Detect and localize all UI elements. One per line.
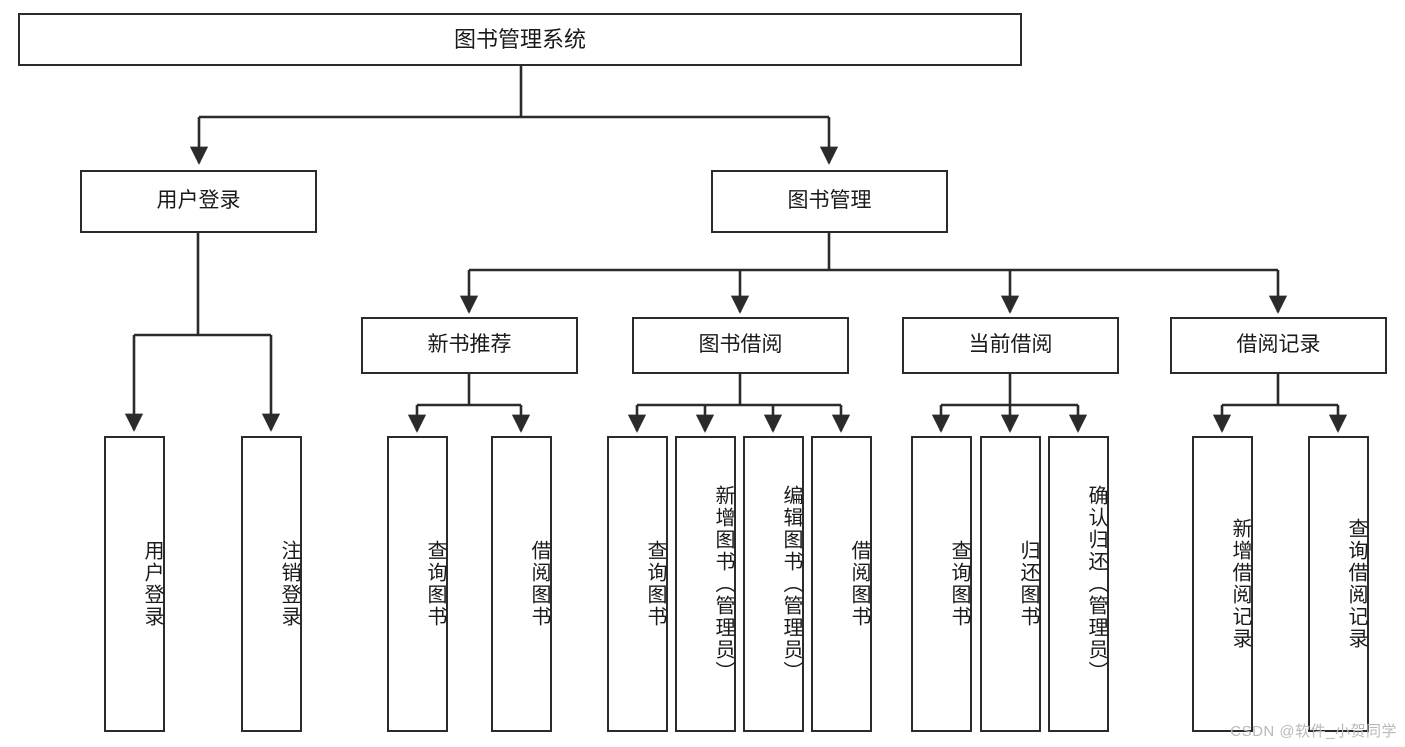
node-leaf-return-book[interactable]: 归还图书 [980,436,1041,732]
node-borrow-record[interactable]: 借阅记录 [1170,317,1387,374]
node-leaf-add-record[interactable]: 新增借阅记录 [1192,436,1253,732]
node-book-borrow-label: 图书借阅 [698,333,783,357]
node-new-book-recommend-label: 新书推荐 [427,333,512,357]
node-book-manage-label: 图书管理 [787,189,872,213]
node-leaf-borrow-book-1[interactable]: 借阅图书 [491,436,552,732]
node-leaf-user-login[interactable]: 用户登录 [104,436,165,732]
node-leaf-query-book-3-label: 查询图书 [948,540,970,628]
node-leaf-edit-book[interactable]: 编辑图书（管理员） [743,436,804,732]
node-leaf-return-book-label: 归还图书 [1017,540,1039,628]
node-leaf-edit-book-label: 编辑图书（管理员） [780,485,802,683]
node-leaf-query-book-1[interactable]: 查询图书 [387,436,448,732]
node-leaf-query-book-2-label: 查询图书 [644,540,666,628]
csdn-watermark: CSDN @软件_小贺同学 [1230,723,1397,740]
node-leaf-query-book-3[interactable]: 查询图书 [911,436,972,732]
node-leaf-add-book[interactable]: 新增图书（管理员） [675,436,736,732]
node-leaf-borrow-book-2[interactable]: 借阅图书 [811,436,872,732]
node-leaf-query-book-2[interactable]: 查询图书 [607,436,668,732]
node-leaf-borrow-book-2-label: 借阅图书 [848,540,870,628]
node-user-login-label: 用户登录 [156,189,241,213]
node-leaf-user-logout[interactable]: 注销登录 [241,436,302,732]
node-leaf-confirm-return-label: 确认归还（管理员） [1085,485,1107,683]
node-leaf-query-record-label: 查询借阅记录 [1345,518,1367,650]
node-current-borrow-label: 当前借阅 [968,333,1053,357]
node-book-manage[interactable]: 图书管理 [711,170,948,233]
node-root-system[interactable]: 图书管理系统 [18,13,1022,66]
node-leaf-user-logout-label: 注销登录 [278,540,300,628]
node-book-borrow[interactable]: 图书借阅 [632,317,849,374]
node-user-login[interactable]: 用户登录 [80,170,317,233]
node-leaf-query-book-1-label: 查询图书 [424,540,446,628]
node-borrow-record-label: 借阅记录 [1236,333,1321,357]
node-leaf-borrow-book-1-label: 借阅图书 [528,540,550,628]
node-current-borrow[interactable]: 当前借阅 [902,317,1119,374]
node-leaf-user-login-label: 用户登录 [141,540,163,628]
node-root-system-label: 图书管理系统 [453,26,586,52]
node-leaf-query-record[interactable]: 查询借阅记录 [1308,436,1369,732]
node-leaf-add-book-label: 新增图书（管理员） [712,485,734,683]
node-new-book-recommend[interactable]: 新书推荐 [361,317,578,374]
node-leaf-confirm-return[interactable]: 确认归还（管理员） [1048,436,1109,732]
node-leaf-add-record-label: 新增借阅记录 [1229,518,1251,650]
